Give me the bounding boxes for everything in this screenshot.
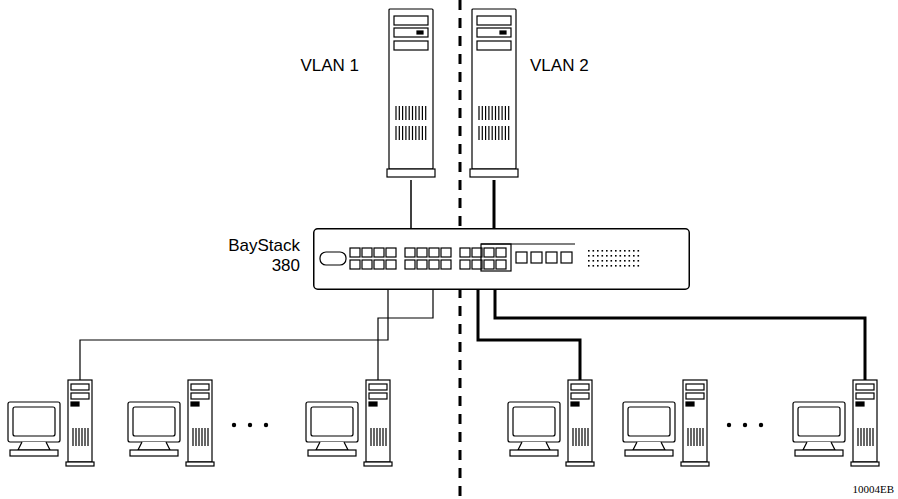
- network-link: [410, 180, 412, 228]
- node-label: VLAN 2: [530, 56, 589, 76]
- workstation: [623, 380, 709, 466]
- ellipsis-dot: [264, 423, 268, 427]
- figure-number: 10004EB: [852, 483, 894, 495]
- wire: [80, 290, 388, 380]
- ellipsis-dot: [759, 423, 763, 427]
- workstation: [128, 380, 214, 466]
- workstation-wires: [80, 290, 865, 380]
- node-label: VLAN 1: [300, 56, 359, 76]
- ellipsis-dot: [727, 423, 731, 427]
- switch-chassis: BayStack 380: [313, 228, 690, 290]
- network-link: [493, 180, 496, 228]
- ellipsis-dot: [743, 423, 747, 427]
- server-drawing: [470, 8, 518, 180]
- server-tower: VLAN 1: [387, 8, 435, 180]
- workstations: [8, 380, 879, 466]
- workstation: [793, 380, 879, 466]
- server-drawing: [387, 8, 435, 180]
- workstation: [306, 380, 392, 466]
- workstation: [8, 380, 94, 466]
- ellipsis-dot: [232, 423, 236, 427]
- wire: [378, 290, 433, 380]
- switch-drawing: [313, 228, 690, 290]
- server-tower: VLAN 2: [470, 8, 518, 180]
- ellipsis-dot: [248, 423, 252, 427]
- wire: [478, 290, 580, 380]
- node-label: BayStack 380: [220, 236, 300, 276]
- wire: [495, 290, 865, 380]
- workstation: [508, 380, 594, 466]
